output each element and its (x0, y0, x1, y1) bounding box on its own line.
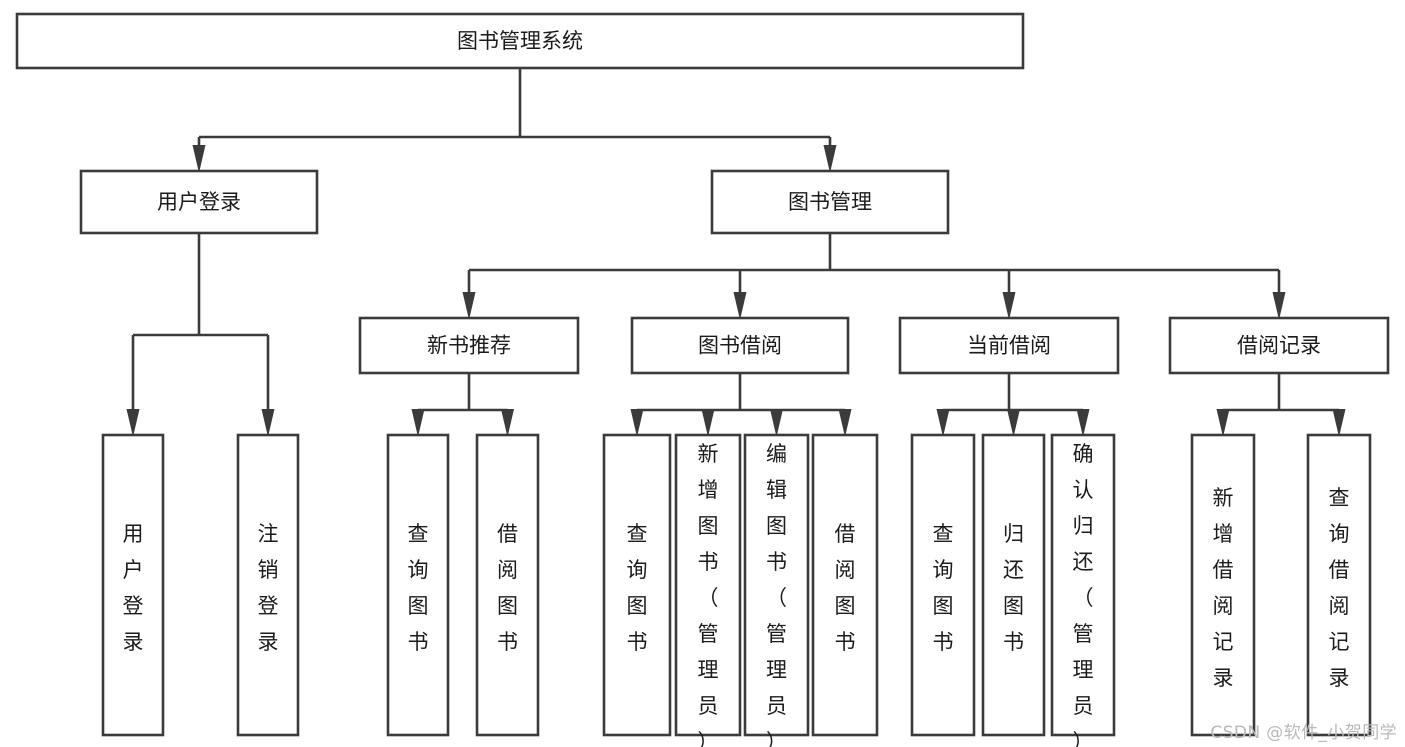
node-box (710, 169, 950, 235)
node-box (910, 433, 976, 737)
arrow-head-icon (936, 409, 950, 437)
node-box (15, 12, 1025, 70)
node-label: 归还图书 (1003, 522, 1024, 654)
node-box (1306, 433, 1372, 737)
node-l-add-book[interactable]: 新增图书（管理员） (674, 433, 742, 747)
node-l-borrow-books-1[interactable]: 借阅图书 (475, 433, 540, 737)
arrow-head-icon (1007, 409, 1020, 437)
node-box (811, 433, 879, 737)
node-n-user-login[interactable]: 用户登录 (79, 169, 319, 235)
watermark-text: CSDN @软件_小贺同学 (1210, 723, 1397, 743)
node-l-edit-book[interactable]: 编辑图书（管理员） (743, 433, 810, 747)
arrow-head-icon (192, 145, 206, 173)
node-label: 借阅图书 (835, 522, 856, 654)
node-n-book-mgmt[interactable]: 图书管理 (710, 169, 950, 235)
node-l-query-books-2[interactable]: 查询图书 (602, 433, 672, 737)
node-l-query-books-1[interactable]: 查询图书 (386, 433, 450, 737)
node-label: 用户登录 (123, 522, 144, 654)
node-l-query-books-3[interactable]: 查询图书 (910, 433, 976, 737)
arrow-head-icon (501, 409, 514, 437)
node-label: 图书借阅 (698, 334, 782, 358)
node-box (386, 433, 450, 737)
node-label: 编辑图书（管理员） (766, 442, 787, 747)
arrow-head-icon (1002, 292, 1016, 320)
node-box (630, 316, 850, 375)
node-label: 注销登录 (258, 522, 279, 654)
node-box (1168, 316, 1390, 375)
arrow-head-icon (823, 145, 837, 173)
node-label: 新书推荐 (427, 334, 511, 358)
node-box (1190, 433, 1256, 737)
node-box (602, 433, 672, 737)
arrow-head-icon (126, 409, 140, 437)
node-box (898, 316, 1120, 375)
arrow-head-icon (1332, 409, 1346, 437)
node-label: 新增图书（管理员） (698, 442, 719, 747)
node-l-confirm-return[interactable]: 确认归还（管理员） (1050, 433, 1116, 747)
arrow-head-icon (770, 409, 783, 437)
node-label: 图书管理 (788, 190, 872, 214)
arrow-head-icon (462, 292, 476, 320)
node-box (674, 433, 742, 737)
node-label: 用户登录 (157, 190, 241, 214)
node-l-logout[interactable]: 注销登录 (236, 433, 300, 737)
edges-layer (126, 68, 1346, 437)
arrow-head-icon (261, 409, 275, 437)
arrow-head-icon (630, 409, 644, 437)
node-label: 借阅图书 (497, 522, 518, 654)
arrow-head-icon (1216, 409, 1230, 437)
node-n-borrow[interactable]: 图书借阅 (630, 316, 850, 375)
node-box (1050, 433, 1116, 737)
node-l-user-login[interactable]: 用户登录 (101, 433, 165, 737)
node-label: 当前借阅 (967, 334, 1051, 358)
node-label: 查询借阅记录 (1329, 486, 1350, 690)
node-box (743, 433, 810, 737)
node-root[interactable]: 图书管理系统 (15, 12, 1025, 70)
arrow-head-icon (701, 409, 715, 437)
node-l-borrow-books-2[interactable]: 借阅图书 (811, 433, 879, 737)
node-label: 查询图书 (627, 522, 648, 654)
node-n-new-books[interactable]: 新书推荐 (358, 316, 580, 375)
node-box (79, 169, 319, 235)
node-n-records[interactable]: 借阅记录 (1168, 316, 1390, 375)
node-box (101, 433, 165, 737)
node-box (981, 433, 1046, 737)
arrow-head-icon (1076, 409, 1090, 437)
node-n-current[interactable]: 当前借阅 (898, 316, 1120, 375)
node-box (236, 433, 300, 737)
node-label: 确认归还（管理员） (1073, 442, 1094, 747)
node-label: 查询图书 (408, 522, 429, 654)
node-l-return-book[interactable]: 归还图书 (981, 433, 1046, 737)
node-box (358, 316, 580, 375)
node-l-query-record[interactable]: 查询借阅记录 (1306, 433, 1372, 737)
node-label: 图书管理系统 (457, 29, 583, 53)
node-box (475, 433, 540, 737)
node-label: 新增借阅记录 (1213, 486, 1234, 690)
arrow-head-icon (838, 409, 852, 437)
arrow-head-icon (1272, 292, 1286, 320)
arrow-head-icon (733, 292, 747, 320)
node-l-add-record[interactable]: 新增借阅记录 (1190, 433, 1256, 737)
node-label: 查询图书 (933, 522, 954, 654)
arrow-head-icon (411, 409, 425, 437)
nodes-layer: 图书管理系统用户登录图书管理新书推荐图书借阅当前借阅借阅记录用户登录注销登录查询… (15, 12, 1390, 747)
node-label: 借阅记录 (1237, 334, 1321, 358)
